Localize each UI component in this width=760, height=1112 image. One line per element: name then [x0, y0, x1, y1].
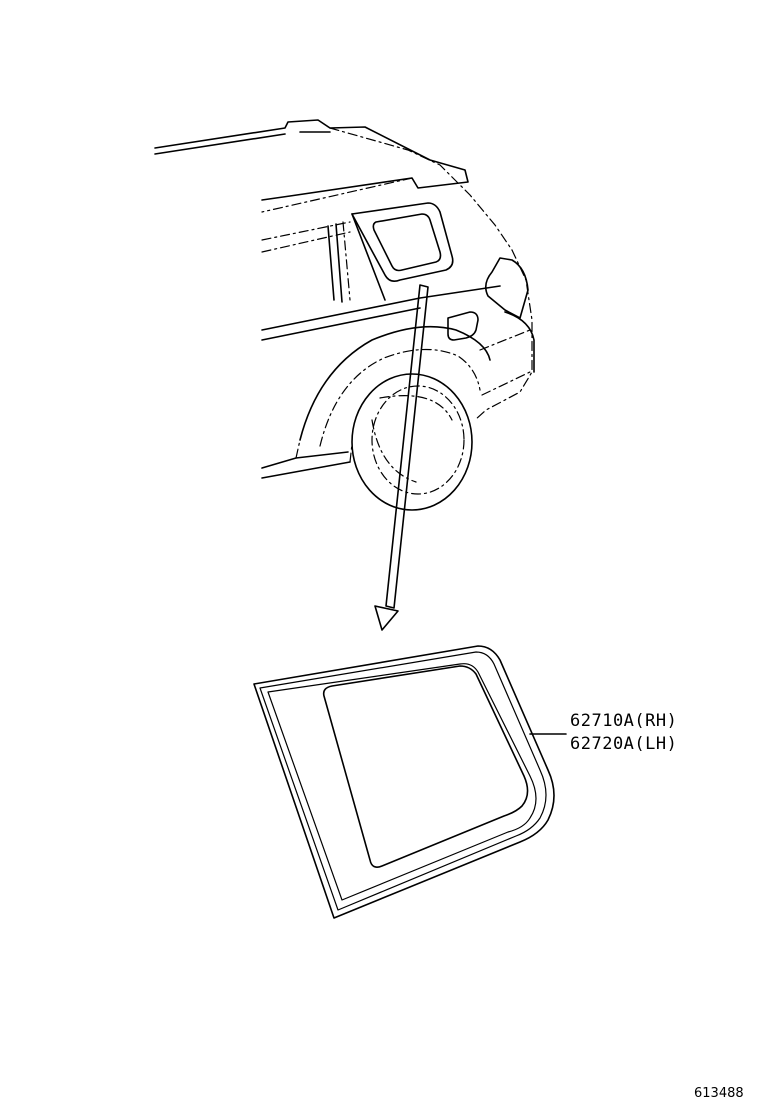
- arrow-shaft: [385, 284, 429, 609]
- wheel-arch: [299, 325, 491, 441]
- quarter-window-glass: [372, 213, 442, 272]
- side-body-line: [261, 285, 501, 341]
- fuel-door: [447, 311, 479, 341]
- pointer-arrow: [374, 284, 429, 631]
- rear-tire-outer: [351, 373, 473, 511]
- glass-inner-frame: [267, 663, 537, 901]
- arrow-head: [374, 605, 399, 631]
- diagram-id-label: 613488: [694, 1086, 744, 1101]
- bumper-lines: [479, 329, 531, 396]
- roof-rail-lower: [154, 131, 331, 155]
- belt-line: [261, 221, 351, 253]
- part-number-lh: 62720A(LH): [570, 734, 678, 754]
- roof-outline: [261, 127, 513, 251]
- wheel-arch-inner: [319, 348, 481, 447]
- rear-body-outline: [474, 249, 533, 421]
- glass-pane: [322, 665, 529, 868]
- door-pillar: [327, 213, 386, 303]
- lower-body-dashed: [295, 439, 353, 463]
- rear-tire-inner: [371, 385, 465, 495]
- rocker-panel: [261, 451, 351, 479]
- glass-molding-line: [259, 651, 547, 911]
- part-number-rh: 62710A(RH): [570, 711, 678, 731]
- quarter-glass-part: [253, 645, 555, 919]
- door-edge-dashed: [342, 221, 351, 301]
- tire-rim: [371, 395, 453, 483]
- glass-outer-edge: [253, 645, 555, 919]
- vehicle-illustration: [154, 119, 535, 511]
- rear-bumper: [504, 311, 535, 373]
- rear-lamp: [484, 257, 529, 319]
- quarter-window-frame: [351, 202, 454, 282]
